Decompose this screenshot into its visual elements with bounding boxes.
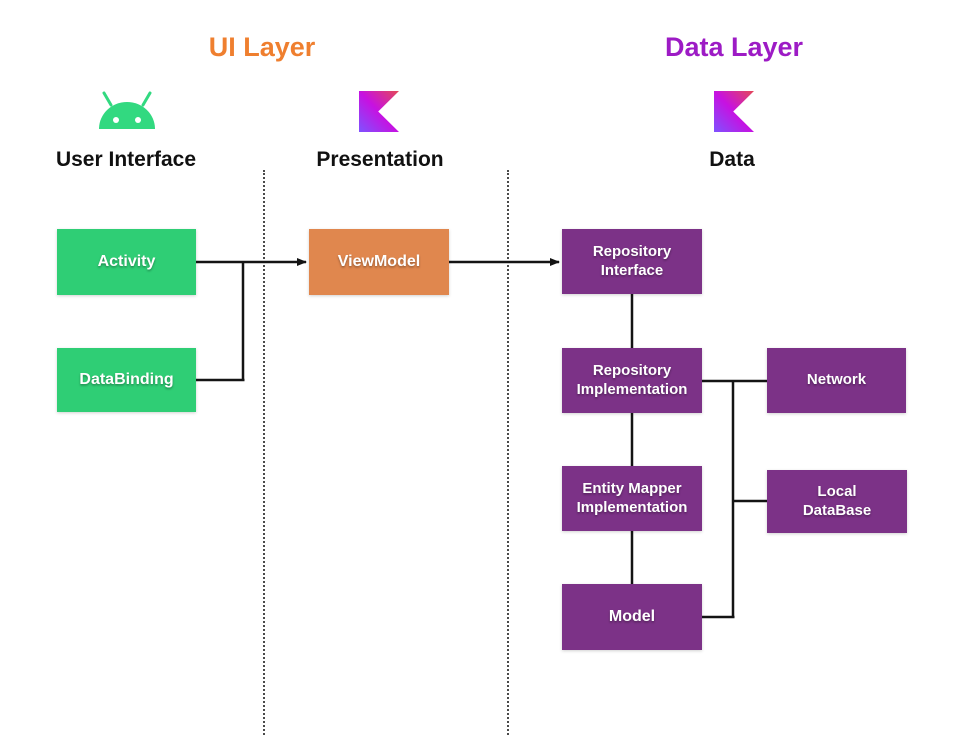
repository-interface-node: Repository Interface <box>562 229 702 294</box>
activity-node: Activity <box>57 229 196 295</box>
data-layer-title: Data Layer <box>664 32 804 62</box>
repository-implementation-node: Repository Implementation <box>562 348 702 413</box>
android-icon <box>95 88 159 139</box>
viewmodel-node: ViewModel <box>309 229 449 295</box>
kotlin-icon <box>359 91 399 137</box>
ui-layer-title: UI Layer <box>208 32 316 62</box>
section-divider <box>507 170 509 735</box>
section-label-user-interface: User Interface <box>55 148 197 171</box>
section-label-presentation: Presentation <box>316 148 444 171</box>
local-database-node: Local DataBase <box>767 470 907 533</box>
kotlin-icon <box>714 91 754 137</box>
section-label-data: Data <box>709 148 755 171</box>
network-node: Network <box>767 348 906 413</box>
databinding-node: DataBinding <box>57 348 196 412</box>
entity-mapper-implementation-node: Entity Mapper Implementation <box>562 466 702 531</box>
section-divider <box>263 170 265 735</box>
model-node: Model <box>562 584 702 650</box>
